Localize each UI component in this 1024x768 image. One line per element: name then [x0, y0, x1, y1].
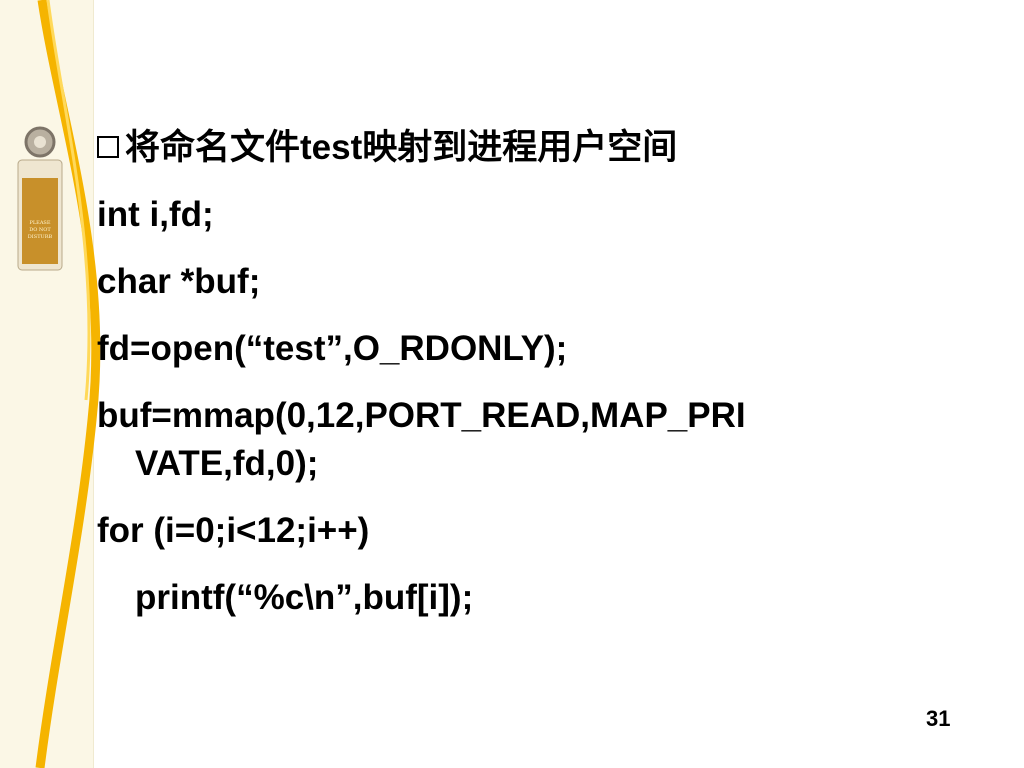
code-line: buf=mmap(0,12,PORT_READ,MAP_PRI	[97, 396, 746, 435]
side-panel	[0, 0, 94, 768]
sign-text-line-2: DO NOT	[29, 227, 51, 233]
code-line: for (i=0;i<12;i++)	[97, 511, 370, 550]
heading-line: 将命名文件test映射到进程用户空间	[97, 124, 977, 172]
page-number: 31	[926, 706, 951, 731]
heading-text: 将命名文件test映射到进程用户空间	[125, 128, 678, 167]
code-line: fd=open(“test”,O_RDONLY);	[97, 329, 568, 368]
slide-content: 将命名文件test映射到进程用户空间 int i,fd; char *buf; …	[97, 124, 977, 641]
sign-text-line-1: PLEASE	[29, 220, 50, 226]
code-line-continuation: VATE,fd,0);	[135, 444, 319, 483]
accent-curve	[35, 0, 101, 768]
code-line: int i,fd;	[97, 195, 214, 234]
code-line: char *buf;	[97, 262, 261, 301]
square-bullet-icon	[97, 135, 119, 158]
sign-text-line-3: DISTURB	[28, 234, 53, 240]
code-line-indented: printf(“%c\n”,buf[i]);	[135, 578, 474, 617]
do-not-disturb-sign-icon: PLEASE DO NOT DISTURB	[17, 126, 63, 271]
